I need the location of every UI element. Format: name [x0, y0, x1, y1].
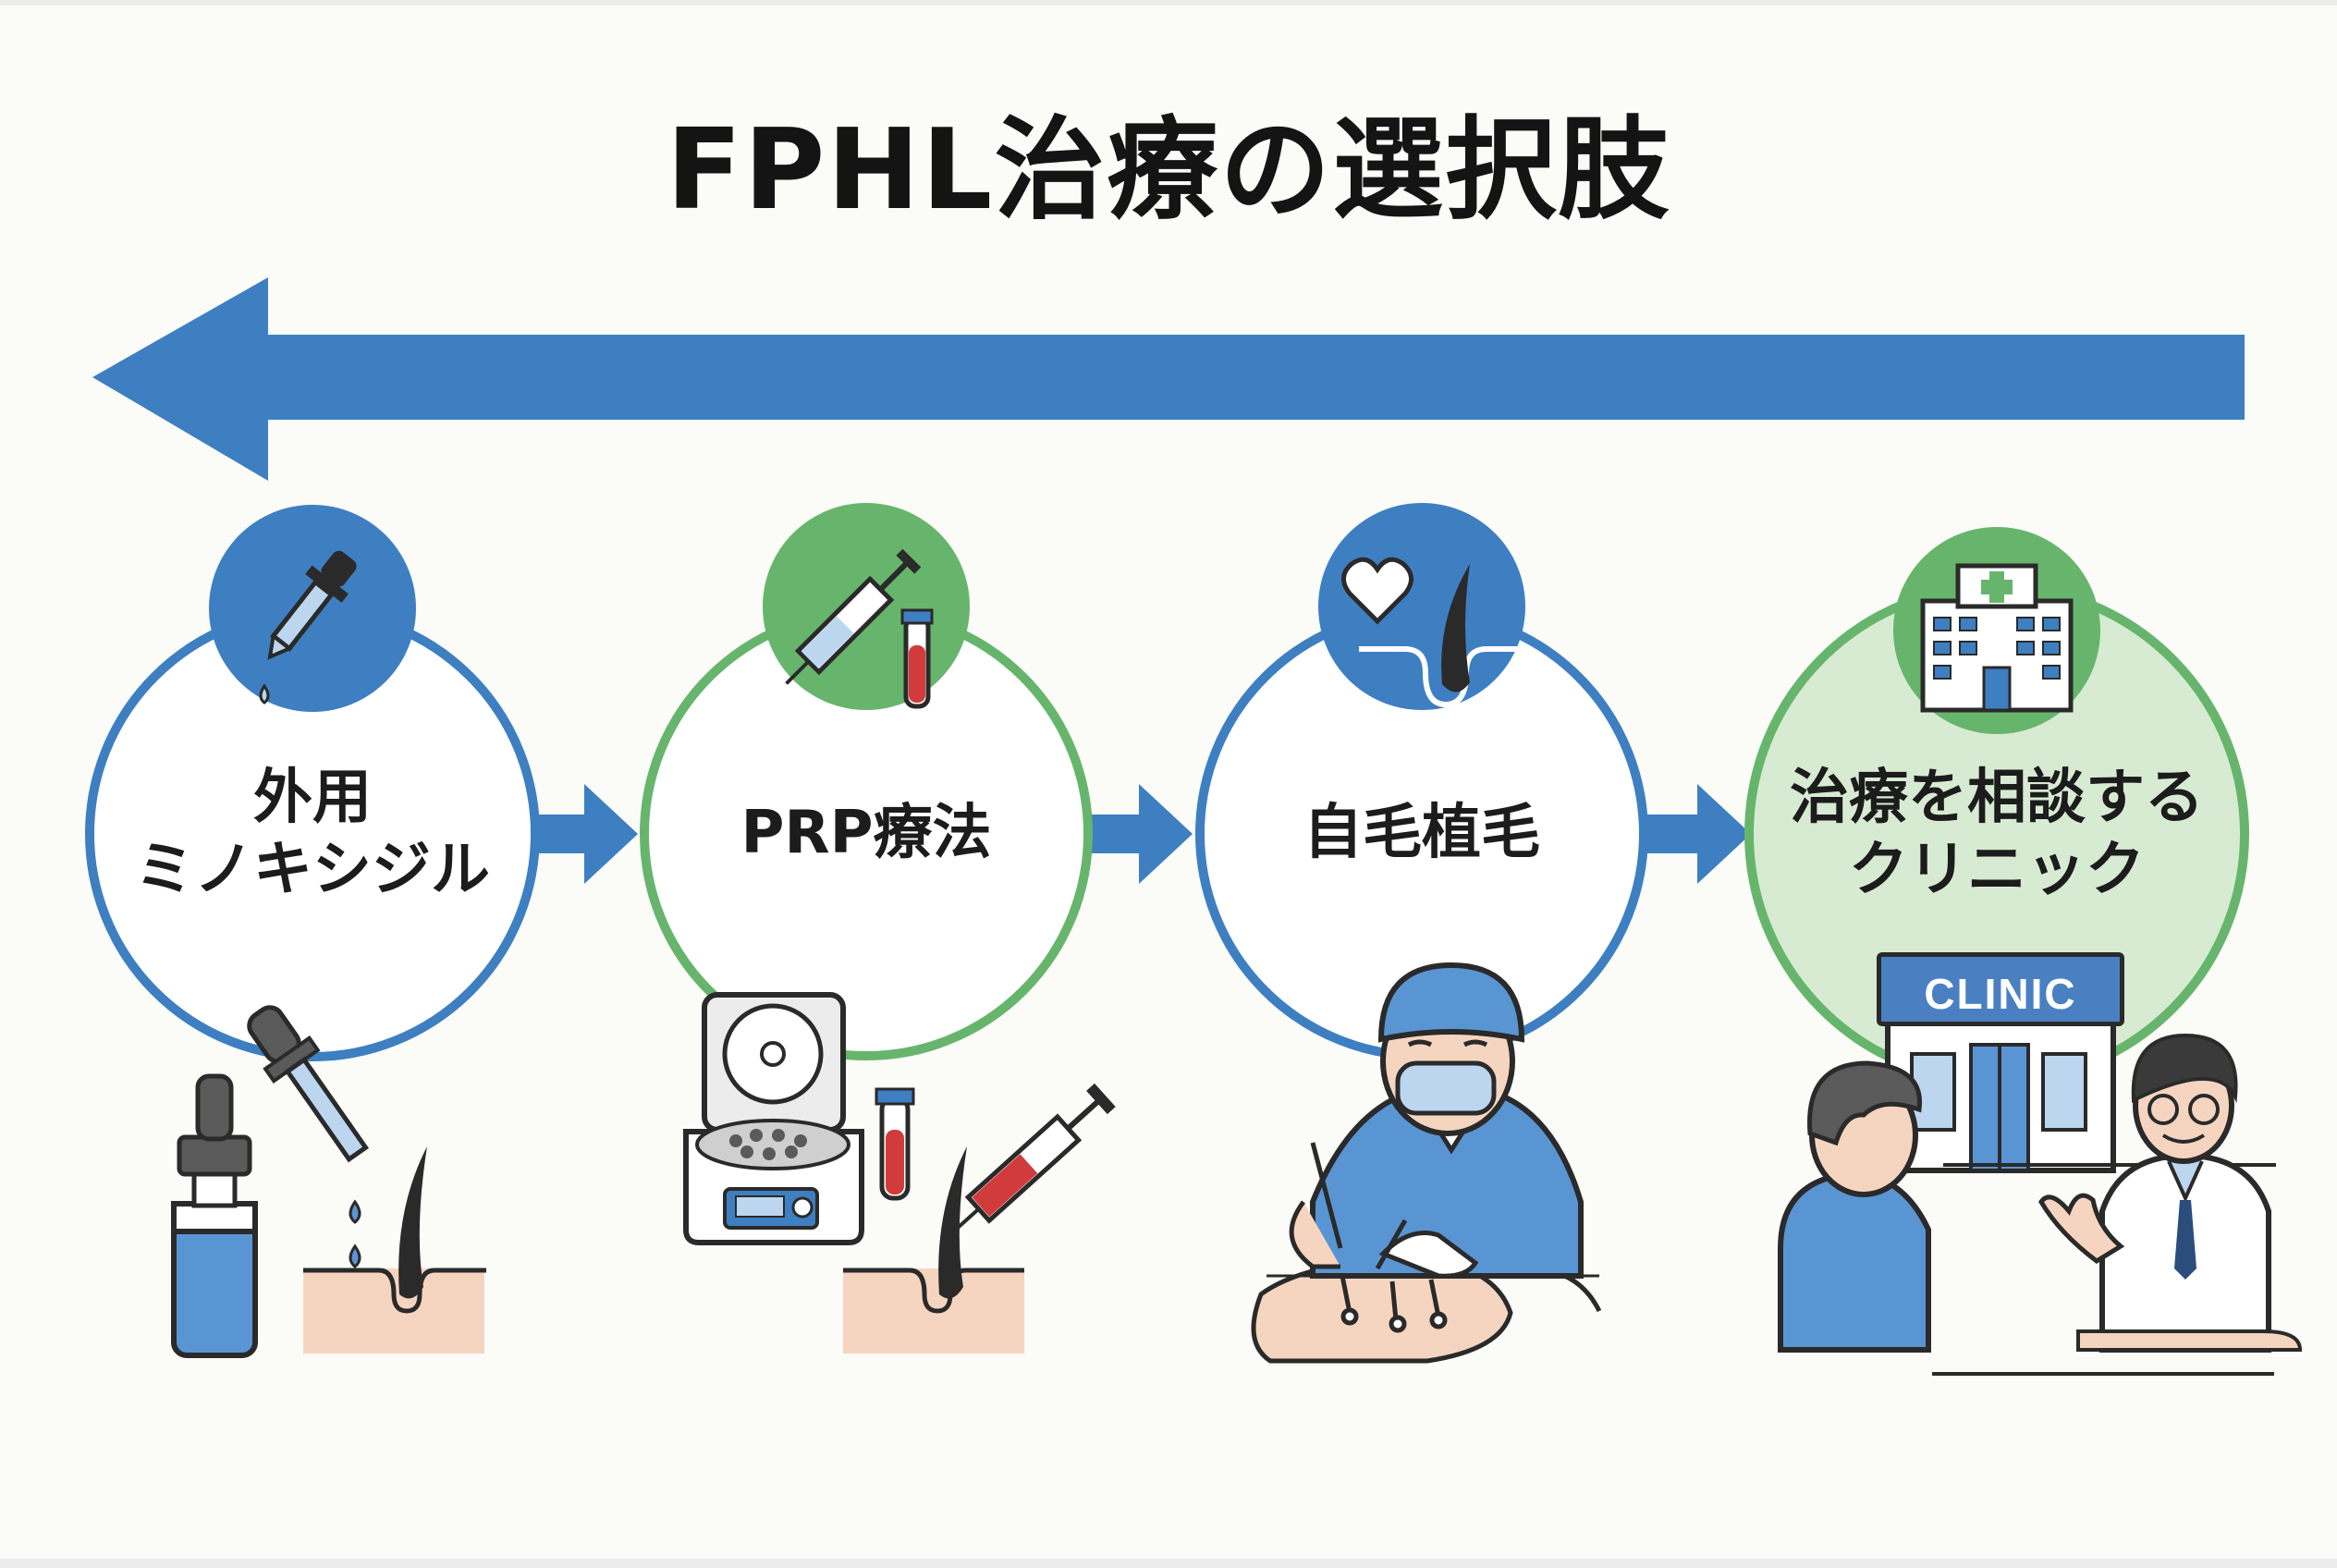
- step-connector-1: [532, 784, 638, 884]
- step-label-line: クリニック: [1849, 836, 2145, 904]
- step-label-line: PRP療法: [740, 799, 992, 867]
- top-border: [0, 0, 2337, 6]
- page-title: FPHL治療の選択肢: [666, 106, 1671, 235]
- minoxidil-illustration: [171, 1005, 486, 1358]
- step-label-hair-transplant: 自毛植毛: [1237, 797, 1607, 869]
- hospital-building-icon: [1893, 527, 2100, 734]
- step-label-prp-therapy: PRP療法: [681, 797, 1051, 869]
- step-label-line: 自毛植毛: [1303, 799, 1540, 867]
- prp-illustration: [683, 992, 1116, 1354]
- bottom-border: [0, 1559, 2337, 1568]
- progress-arrow: [92, 277, 2245, 481]
- clinic-sign: CLINIC: [1877, 952, 2124, 1026]
- syringe-and-tube-icon: [763, 503, 970, 710]
- surgeon-illustration: [1251, 962, 1602, 1364]
- step-label-line: 治療を相談する: [1790, 764, 2204, 832]
- step-label-topical-minoxidil: 外用 ミノキシジル: [128, 762, 497, 906]
- step-connector-3: [1646, 784, 1751, 884]
- dropper-icon: [209, 505, 416, 712]
- step-label-consult-clinic: 治療を相談する クリニック: [1766, 762, 2228, 906]
- step-connector-2: [1087, 784, 1193, 884]
- step-label-line: 外用: [253, 764, 372, 832]
- heart-hair-follicle-icon: [1318, 503, 1525, 710]
- clinic-consultation-illustration: [1778, 1020, 2303, 1376]
- step-label-line: ミノキシジル: [135, 836, 490, 904]
